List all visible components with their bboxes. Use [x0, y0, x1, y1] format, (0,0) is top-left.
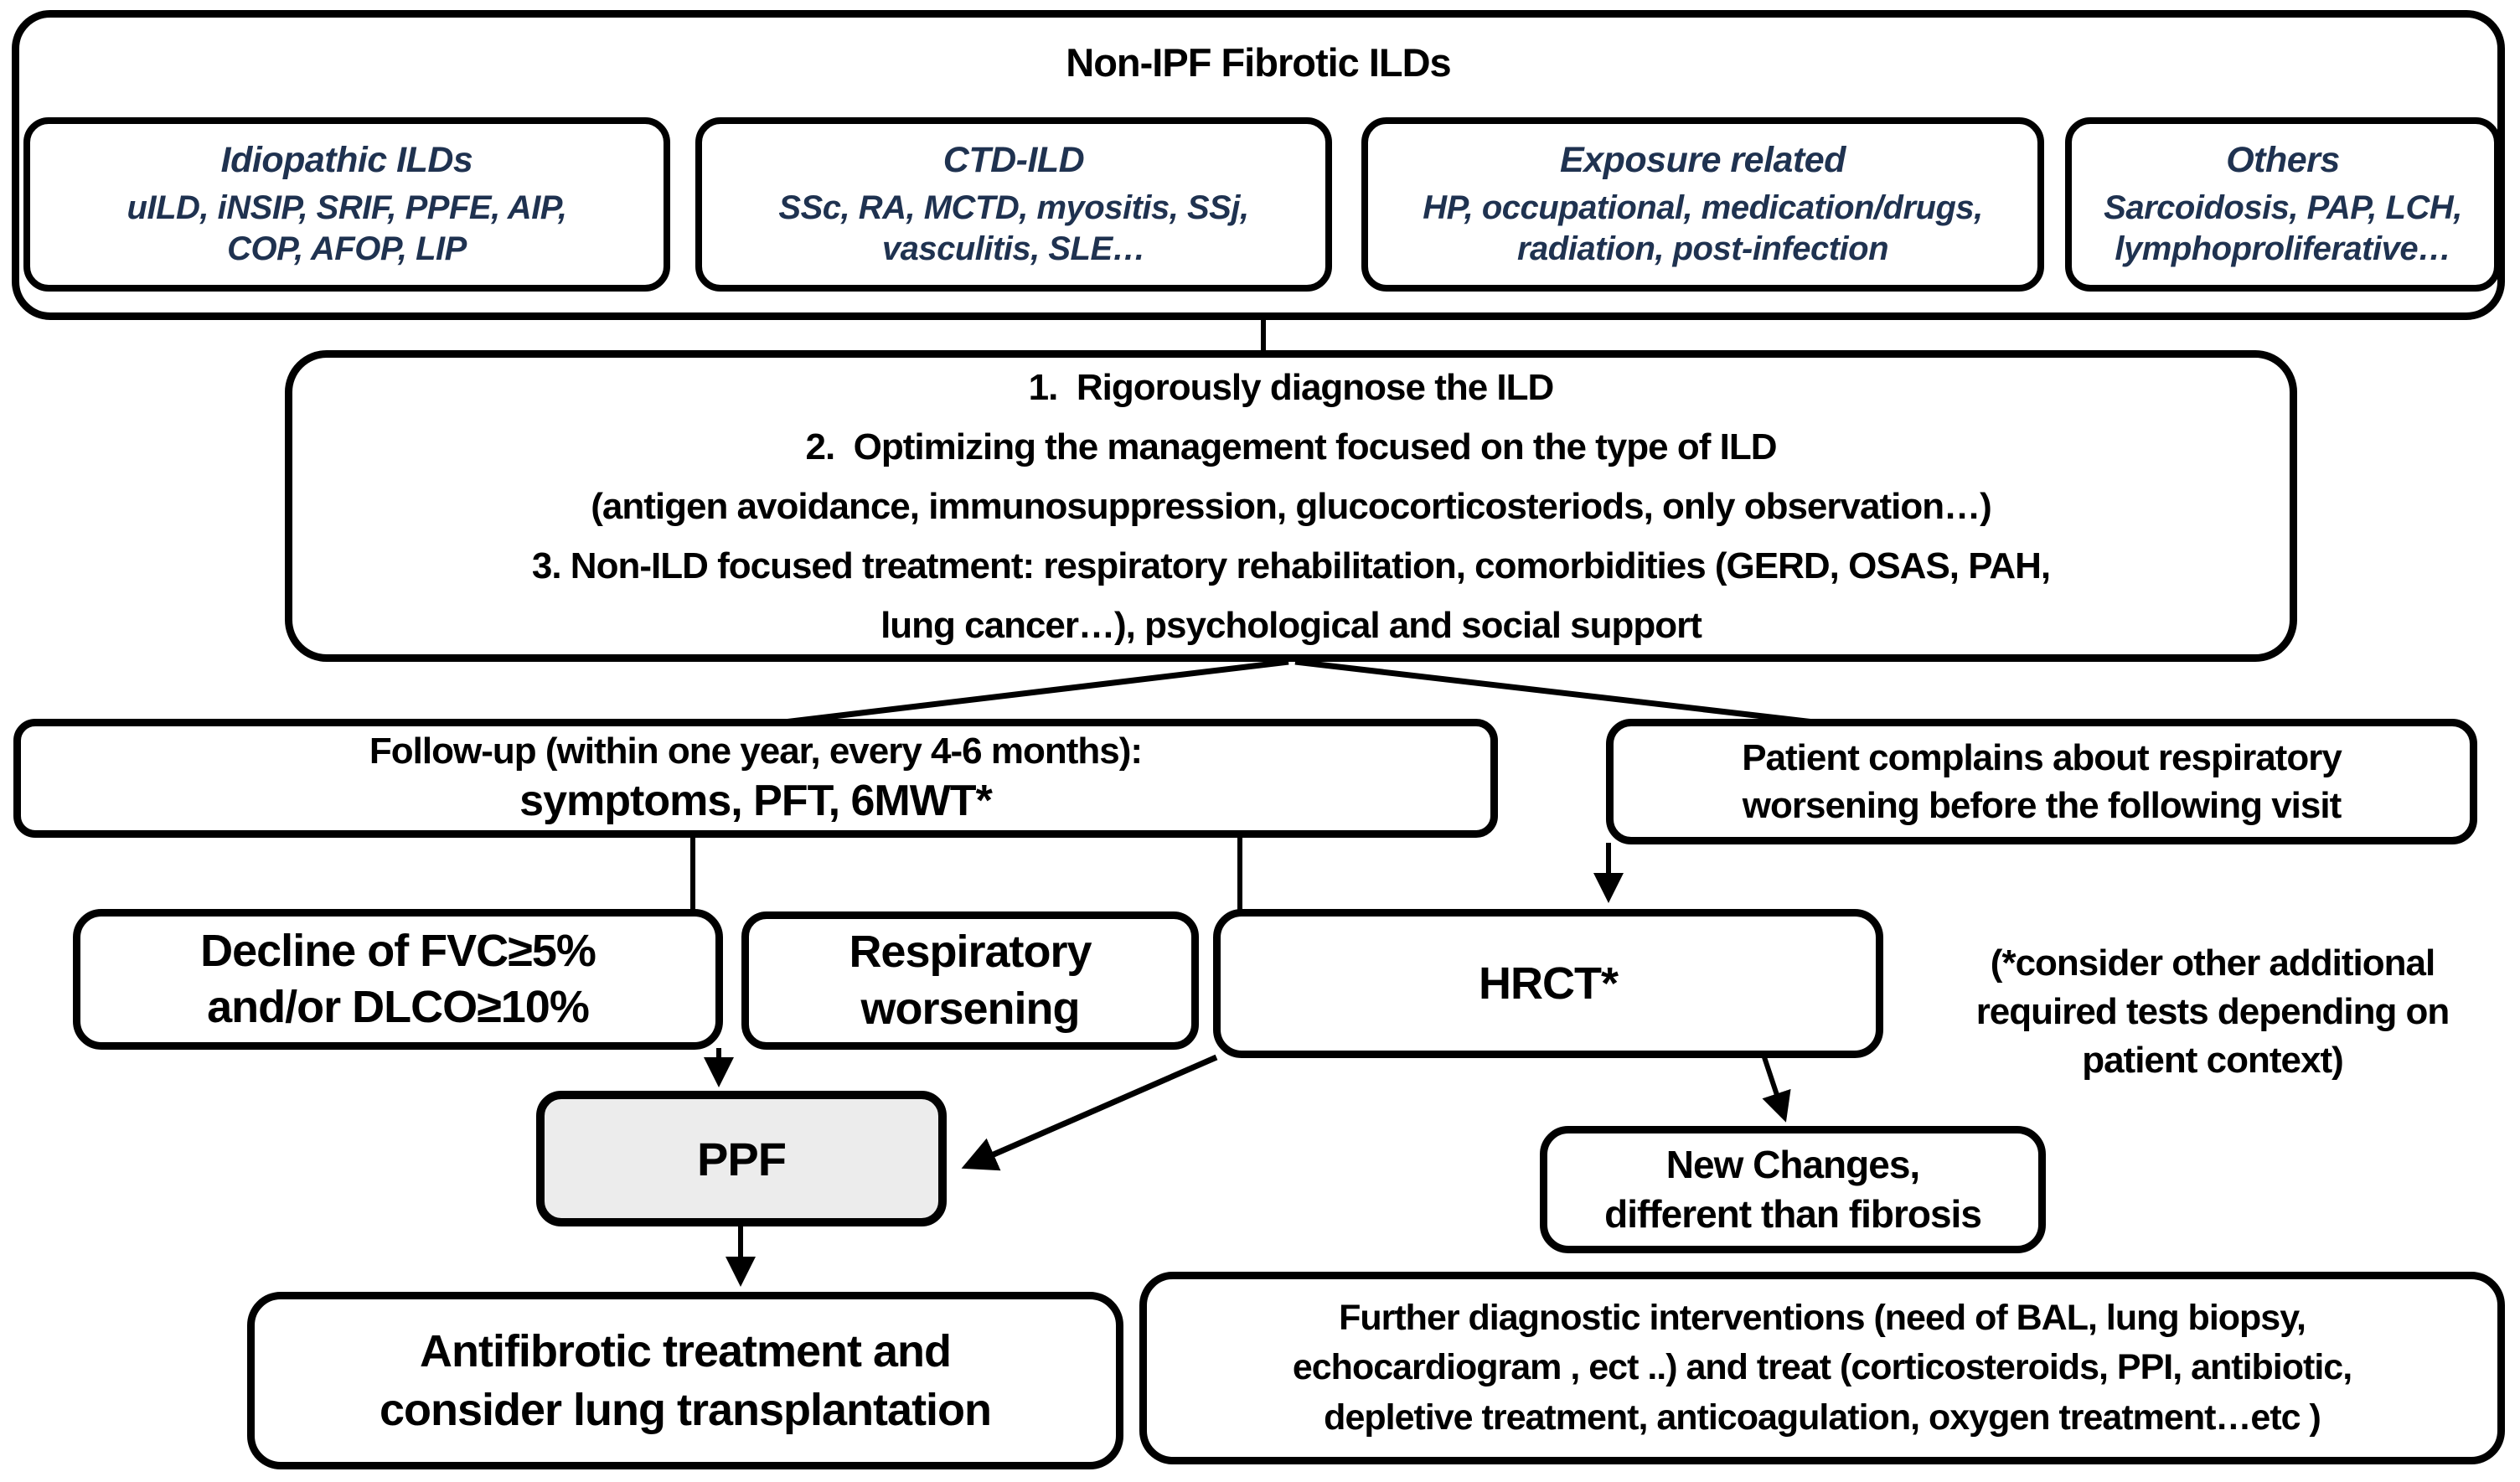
- antifibrotic-treatment-box: Antifibrotic treatment and consider lung…: [247, 1292, 1123, 1469]
- category-box-exposure-related: Exposure related HP, occupational, medic…: [1361, 117, 2044, 292]
- management-step-1: 1. Rigorously diagnose the ILD: [1028, 366, 1555, 408]
- respiratory-worsening-line: worsening: [860, 983, 1080, 1034]
- category-title: Idiopathic ILDs: [220, 139, 473, 180]
- respiratory-worsening-box: Respiratory worsening: [741, 911, 1199, 1050]
- asterisk-note-line: (*consider other additional: [1990, 942, 2435, 984]
- asterisk-note-line: patient context): [2082, 1040, 2344, 1082]
- patient-complaint-box: Patient complains about respiratory wors…: [1606, 719, 2477, 844]
- hrct-label: HRCT*: [1479, 958, 1619, 1009]
- further-diagnostics-line: echocardiogram , ect ..) and treat (cort…: [1292, 1347, 2352, 1388]
- category-box-idiopathic-ilds: Idiopathic ILDs uILD, iNSIP, SRIF, PPFE,…: [23, 117, 670, 292]
- patient-complaint-line: Patient complains about respiratory: [1742, 736, 2342, 778]
- management-step-2-detail: (antigen avoidance, immunosuppression, g…: [591, 485, 1992, 527]
- ppf-label: PPF: [697, 1132, 787, 1185]
- category-examples-line: Sarcoidosis, PAP, LCH,: [2104, 188, 2462, 226]
- arrow-hrct-to-ppf: [961, 1054, 1218, 1171]
- decline-criterion-line: Decline of FVC≥5%: [200, 925, 596, 976]
- category-box-others: Others Sarcoidosis, PAP, LCH, lymphoprol…: [2065, 117, 2501, 292]
- category-examples-line: COP, AFOP, LIP: [227, 230, 467, 267]
- arrow-hrct-to-newchanges: [1762, 1056, 1791, 1123]
- management-step-2: 2. Optimizing the management focused on …: [805, 426, 1778, 467]
- ppf-box: PPF: [536, 1091, 947, 1226]
- further-diagnostics-line: depletive treatment, anticoagulation, ox…: [1324, 1397, 2321, 1438]
- management-steps-box: 1. Rigorously diagnose the ILD 2. Optimi…: [285, 350, 2297, 662]
- category-examples-line: uILD, iNSIP, SRIF, PPFE, AIP,: [127, 188, 567, 226]
- respiratory-worsening-line: Respiratory: [849, 927, 1092, 977]
- category-title: Others: [2226, 139, 2340, 180]
- fvc-dlco-decline-box: Decline of FVC≥5% and/or DLCO≥10%: [73, 909, 723, 1050]
- management-step-3-continued: lung cancer…), psychological and social …: [880, 604, 1702, 646]
- category-examples-line: lymphoproliferative…: [2115, 230, 2451, 267]
- category-title: CTD-ILD: [942, 139, 1085, 180]
- category-examples-line: radiation, post-infection: [1516, 230, 1889, 267]
- management-step-3: 3. Non-ILD focused treatment: respirator…: [531, 545, 2051, 586]
- category-examples-line: HP, occupational, medication/drugs,: [1423, 188, 1983, 226]
- category-box-ctd-ild: CTD-ILD SSc, RA, MCTD, myositis, SSj, va…: [695, 117, 1332, 292]
- category-title: Exposure related: [1560, 139, 1846, 180]
- category-examples-line: SSc, RA, MCTD, myositis, SSj,: [778, 188, 1249, 226]
- followup-box: Follow-up (within one year, every 4-6 mo…: [13, 719, 1498, 838]
- followup-schedule: Follow-up (within one year, every 4-6 mo…: [369, 731, 1143, 772]
- category-examples-line: vasculitis, SLE…: [881, 230, 1146, 267]
- decline-criterion-line: and/or DLCO≥10%: [207, 982, 590, 1032]
- new-changes-box: New Changes, different than fibrosis: [1540, 1126, 2046, 1253]
- antifibrotic-line: Antifibrotic treatment and: [419, 1325, 952, 1376]
- root-title: Non-IPF Fibrotic ILDs: [1066, 40, 1451, 85]
- new-changes-line: New Changes,: [1665, 1143, 1920, 1187]
- followup-tests: symptoms, PFT, 6MWT*: [519, 777, 993, 825]
- connector-management-to-patient: [1294, 658, 1829, 727]
- further-diagnostics-line: Further diagnostic interventions (need o…: [1339, 1298, 2306, 1338]
- hrct-box: HRCT*: [1213, 909, 1883, 1058]
- new-changes-line: different than fibrosis: [1604, 1192, 1982, 1236]
- asterisk-note-line: required tests depending on: [1975, 990, 2450, 1032]
- patient-complaint-line: worsening before the following visit: [1742, 785, 2342, 826]
- antifibrotic-line: consider lung transplantation: [379, 1385, 992, 1435]
- further-diagnostics-box: Further diagnostic interventions (need o…: [1139, 1272, 2505, 1464]
- connector-management-to-followup: [783, 658, 1289, 726]
- asterisk-note: (*consider other additional required tes…: [1910, 928, 2515, 1096]
